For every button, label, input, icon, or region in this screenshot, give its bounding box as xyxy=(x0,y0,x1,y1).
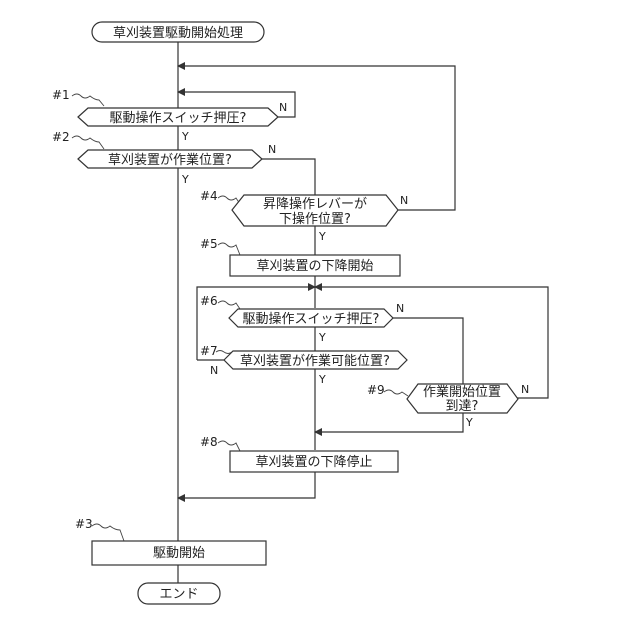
decision-1-text: 駆動操作スイッチ押圧? xyxy=(110,110,247,126)
decision-2: #2 草刈装置が作業位置? N Y xyxy=(52,130,276,186)
decision-2-no-label: N xyxy=(268,143,276,156)
decision-9-no-label: N xyxy=(521,383,529,396)
end-terminal: エンド xyxy=(138,583,220,604)
start-terminal: 草刈装置駆動開始処理 xyxy=(92,22,264,42)
process-5: #5 草刈装置の下降開始 xyxy=(200,237,400,276)
decision-7-text: 草刈装置が作業可能位置? xyxy=(240,353,390,369)
decision-4-no-label: N xyxy=(400,194,408,207)
decision-9: #9 作業開始位置 到達? N Y xyxy=(367,383,529,429)
process-8: #8 草刈装置の下降停止 xyxy=(200,435,398,472)
process-8-text: 草刈装置の下降停止 xyxy=(255,454,372,470)
decision-6: #6 駆動操作スイッチ押圧? N Y xyxy=(200,294,404,344)
end-label: エンド xyxy=(159,587,198,602)
step-number-5: #5 xyxy=(200,237,218,251)
step-number-7: #7 xyxy=(200,344,218,358)
decision-9-yes-label: Y xyxy=(465,416,473,429)
process-3-text: 駆動開始 xyxy=(153,546,205,561)
decision-4: #4 昇降操作レバーが 下操作位置? N Y xyxy=(200,189,408,243)
decision-7: #7 草刈装置が作業可能位置? N Y xyxy=(200,344,407,386)
decision-1-yes-label: Y xyxy=(181,130,189,143)
decision-4-yes-label: Y xyxy=(318,230,326,243)
step-number-4: #4 xyxy=(200,189,218,203)
step-number-8: #8 xyxy=(200,435,218,449)
step-number-1: #1 xyxy=(52,88,70,102)
decision-6-yes-label: Y xyxy=(318,331,326,344)
decision-2-text: 草刈装置が作業位置? xyxy=(108,152,232,168)
decision-4-text-line2: 下操作位置? xyxy=(279,211,351,227)
decision-7-no-label: N xyxy=(210,364,218,377)
process-5-text: 草刈装置の下降開始 xyxy=(256,259,373,274)
decision-1-no-label: N xyxy=(279,101,287,114)
step-number-6: #6 xyxy=(200,294,218,308)
decision-4-text-line1: 昇降操作レバーが xyxy=(263,196,367,212)
start-label: 草刈装置駆動開始処理 xyxy=(113,26,243,41)
decision-1: #1 駆動操作スイッチ押圧? N Y xyxy=(52,88,287,143)
decision-6-text: 駆動操作スイッチ押圧? xyxy=(243,311,380,327)
decision-9-text-line1: 作業開始位置 xyxy=(423,384,501,400)
step-number-9: #9 xyxy=(367,383,385,397)
step-number-3: #3 xyxy=(75,517,93,531)
decision-6-no-label: N xyxy=(396,302,404,315)
step-number-2: #2 xyxy=(52,130,70,144)
decision-7-yes-label: Y xyxy=(318,373,326,386)
decision-9-text-line2: 到達? xyxy=(446,399,479,414)
process-3: #3 駆動開始 xyxy=(75,517,266,565)
decision-2-yes-label: Y xyxy=(181,173,189,186)
